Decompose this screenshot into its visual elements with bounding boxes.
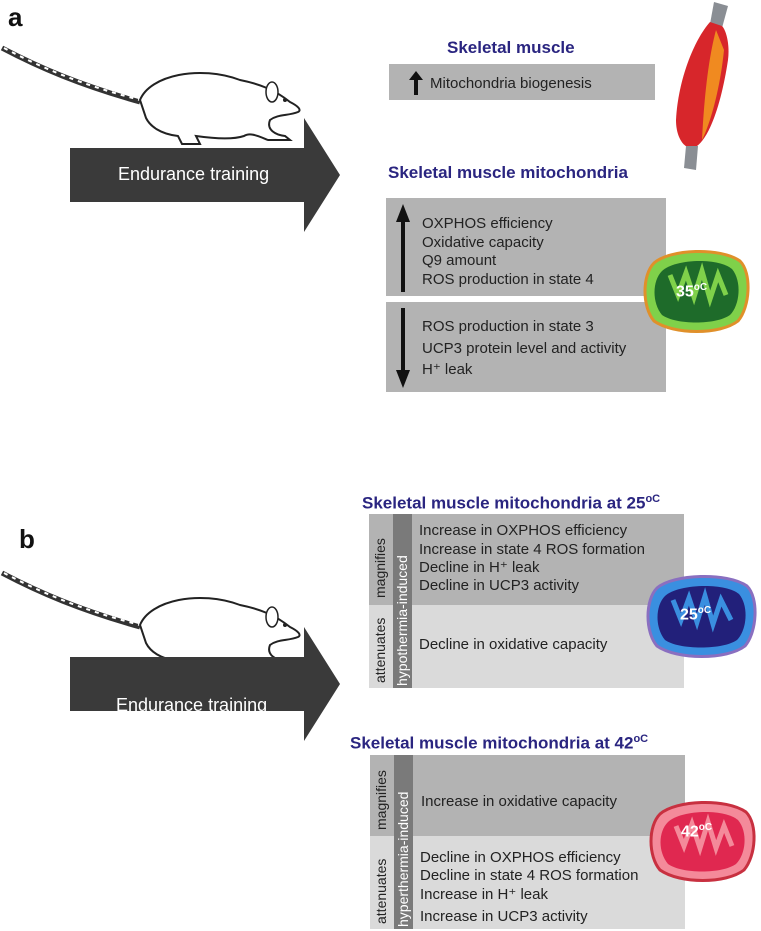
hot-side-strip: [394, 755, 413, 929]
down-item-2: H⁺ leak: [422, 361, 473, 378]
endurance-arrow-label-b: Endurance training: [116, 695, 268, 715]
muscle-icon: [676, 2, 729, 170]
hot-attenuates-item-3: Increase in UCP3 activity: [420, 908, 588, 925]
endurance-arrow-label-a: Endurance training: [118, 164, 270, 184]
hot-attenuates-label: attenuates: [373, 858, 389, 924]
down-item-1: UCP3 protein level and activity: [422, 340, 627, 357]
skeletal-muscle-box: [389, 64, 655, 100]
mitochondrion-25c-icon: [646, 575, 757, 658]
mitochondria-25c-title: Skeletal muscle mitochondria at 25oC: [362, 493, 661, 513]
cold-magnifies-item-3: Decline in UCP3 activity: [419, 577, 580, 594]
endurance-arrow-a: [70, 118, 340, 232]
hot-attenuates-box: [370, 836, 685, 929]
up-arrow-icon: [409, 71, 423, 100]
hot-magnifies-box: [370, 755, 685, 836]
cold-magnifies-label: magnifies: [372, 538, 388, 598]
biogenesis-label: Mitochondria biogenesis: [430, 75, 592, 92]
upregulated-box: [386, 198, 666, 296]
down-long-arrow-icon: [396, 308, 410, 393]
up-item-3: ROS production in state 4: [422, 271, 594, 288]
panel-letter-b: b: [19, 524, 35, 554]
hot-magnifies-item-0: Increase in oxidative capacity: [421, 793, 617, 810]
cold-side-strip: [393, 514, 412, 688]
up-item-1: Oxidative capacity: [422, 234, 544, 251]
mitochondria-42c-title: Skeletal muscle mitochondria at 42oC: [350, 733, 649, 753]
mitochondrion-42c-icon: [649, 801, 756, 882]
cold-magnifies-item-0: Increase in OXPHOS efficiency: [419, 522, 628, 539]
skeletal-muscle-title: Skeletal muscle: [447, 38, 575, 57]
temp-25c-label: 25oC: [680, 605, 712, 624]
mitochondrion-35c-icon: [643, 250, 750, 333]
hot-attenuates-item-1: Decline in state 4 ROS formation: [420, 867, 639, 884]
cold-magnifies-item-1: Increase in state 4 ROS formation: [419, 541, 645, 558]
cold-attenuates-label: attenuates: [372, 617, 388, 683]
up-long-arrow-icon: [396, 204, 410, 297]
endurance-arrow-b: [70, 627, 340, 741]
cold-attenuates-item-0: Decline in oxidative capacity: [419, 636, 608, 653]
cold-magnifies-item-2: Decline in H⁺ leak: [419, 559, 540, 576]
up-item-2: Q9 amount: [422, 252, 497, 269]
cold-attenuates-box: [369, 605, 684, 688]
downregulated-box: [386, 302, 666, 392]
down-item-0: ROS production in state 3: [422, 318, 594, 335]
mitochondria-title-a: Skeletal muscle mitochondria: [388, 163, 628, 182]
up-item-0: OXPHOS efficiency: [422, 215, 553, 232]
panel-letter-a: a: [8, 2, 23, 32]
hot-attenuates-item-2: Increase in H⁺ leak: [420, 886, 548, 903]
temp-42c-label: 42oC: [681, 822, 713, 841]
rat-illustration-a: [0, 45, 301, 145]
cold-magnifies-box: [369, 514, 684, 605]
hot-attenuates-item-0: Decline in OXPHOS efficiency: [420, 849, 621, 866]
hot-side-label: hyperthermia-induced: [395, 791, 411, 927]
temp-35c-label: 35oC: [676, 282, 708, 301]
hot-magnifies-label: magnifies: [373, 770, 389, 830]
cold-side-label: hypothermia-induced: [394, 555, 410, 686]
